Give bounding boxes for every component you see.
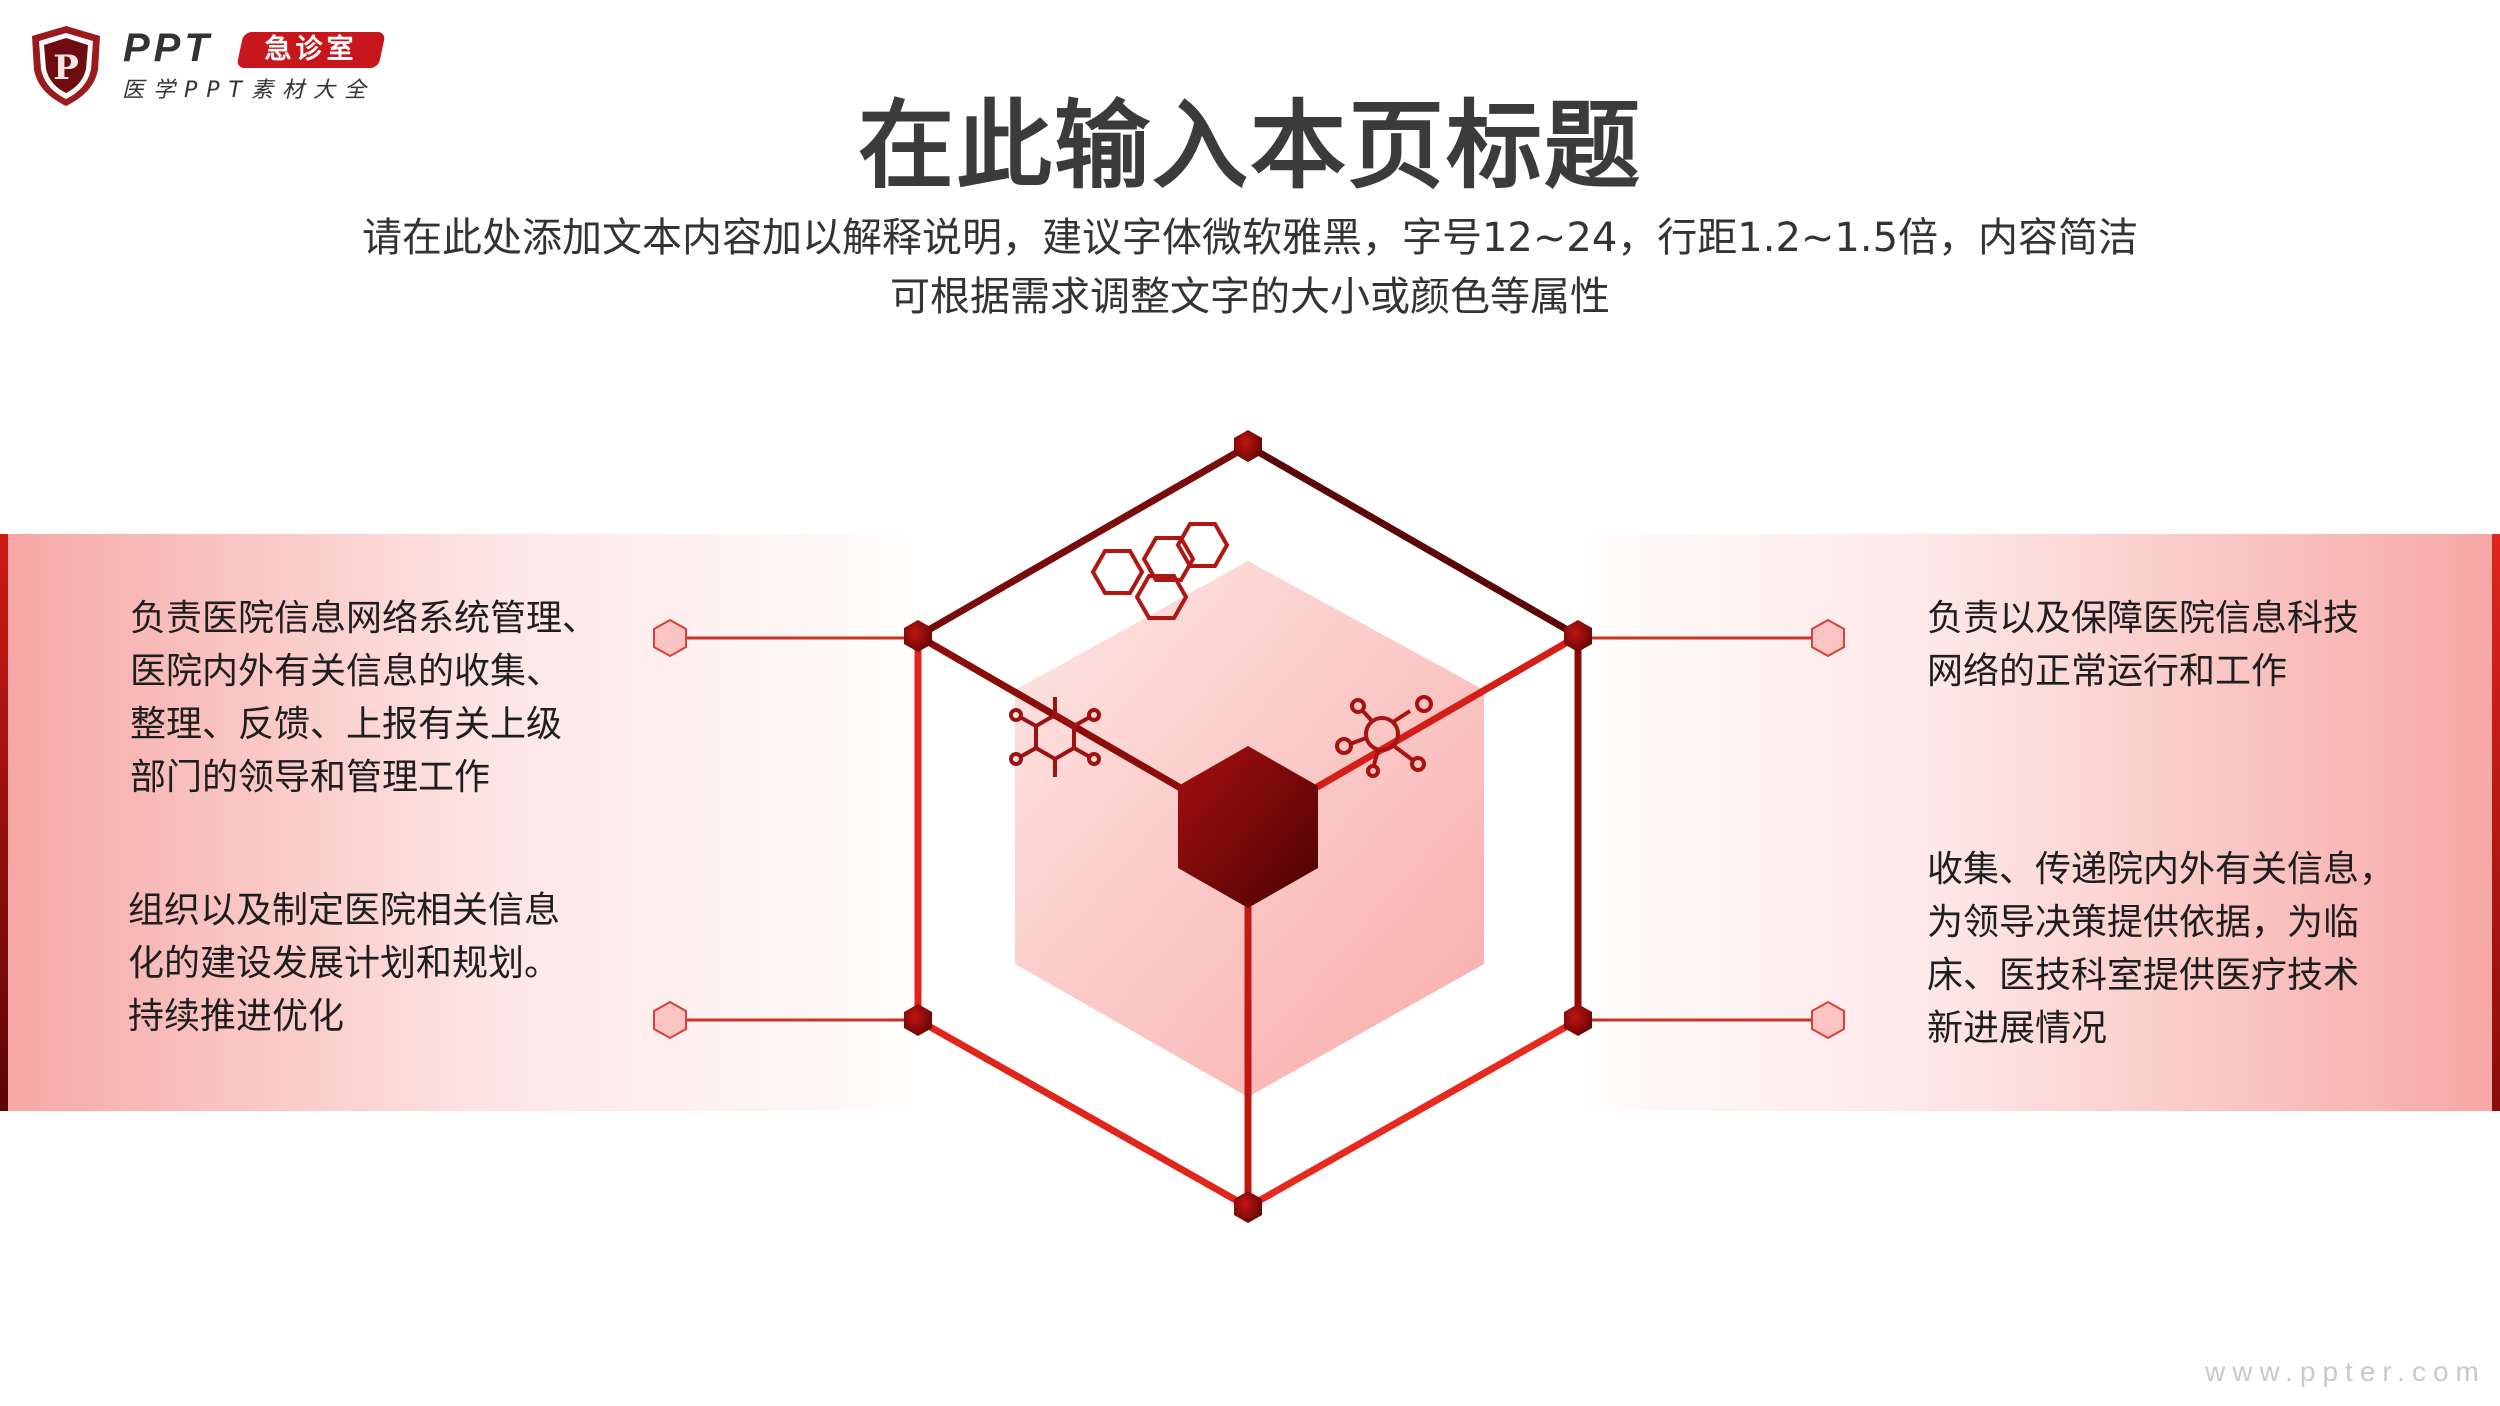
text-line: 部门的领导和管理工作	[130, 757, 491, 798]
watermark: www.ppter.com	[2205, 1356, 2486, 1387]
molecule-network-icon	[1335, 695, 1433, 778]
vertex-node	[1234, 430, 1262, 462]
hexagon-cluster-icon	[1090, 522, 1230, 620]
text-line: 收集、传递院内外有关信息，	[1927, 849, 2396, 890]
left-item-1: 负责医院信息网络系统管理、 医院内外有关信息的收集、 整理、反馈、上报有关上级 …	[130, 592, 598, 804]
text-line: 负责医院信息网络系统管理、	[130, 598, 599, 639]
vertex-node	[1234, 1191, 1262, 1223]
vertex-node	[1564, 620, 1592, 652]
band-right-edge	[2492, 534, 2500, 1111]
text-line: 为领导决策提供依据，为临	[1927, 902, 2360, 943]
subtitle-line-2: 可根据需求调整文字的大小或颜色等属性	[890, 274, 1610, 320]
left-bottom-hex-marker	[653, 1000, 687, 1040]
page-title: 在此输入本页标题	[858, 90, 1642, 202]
text-line: 化的建设发展计划和规划。	[128, 943, 561, 984]
benzene-molecule-icon	[1009, 697, 1101, 777]
logo-tagline: 医学PPT素材大全	[122, 78, 375, 103]
subtitle-line-1: 请在此处添加文本内容加以解释说明，建议字体微软雅黑，字号12~24，行距1.2~…	[361, 215, 2139, 261]
logo-brand: PPT	[123, 26, 213, 70]
text-line: 医院内外有关信息的收集、	[130, 651, 563, 692]
text-line: 持续推进优化	[128, 996, 345, 1037]
text-line: 新进展情况	[1927, 1008, 2108, 1049]
text-line: 网络的正常运行和工作	[1927, 651, 2288, 692]
right-item-2: 收集、传递院内外有关信息， 为领导决策提供依据，为临 床、医技科室提供医疗技术 …	[1927, 843, 2395, 1055]
left-top-hex-marker	[653, 618, 687, 658]
vertex-node	[904, 1004, 932, 1036]
right-top-hex-marker	[1811, 618, 1845, 658]
right-bottom-hex-marker	[1811, 1000, 1845, 1040]
text-line: 组织以及制定医院相关信息	[128, 890, 561, 931]
text-line: 负责以及保障医院信息科技	[1927, 598, 2360, 639]
text-line: 整理、反馈、上报有关上级	[130, 704, 563, 745]
right-item-1: 负责以及保障医院信息科技 网络的正常运行和工作	[1927, 592, 2359, 698]
center-hexagon	[1178, 746, 1318, 908]
svg-text:P: P	[53, 48, 79, 88]
shield-logo-icon: P	[32, 26, 100, 106]
band-left-edge	[0, 534, 8, 1111]
text-line: 床、医技科室提供医疗技术	[1927, 955, 2360, 996]
left-item-2: 组织以及制定医院相关信息 化的建设发展计划和规划。 持续推进优化	[128, 884, 560, 1043]
vertex-node	[904, 620, 932, 652]
vertex-node	[1564, 1004, 1592, 1036]
